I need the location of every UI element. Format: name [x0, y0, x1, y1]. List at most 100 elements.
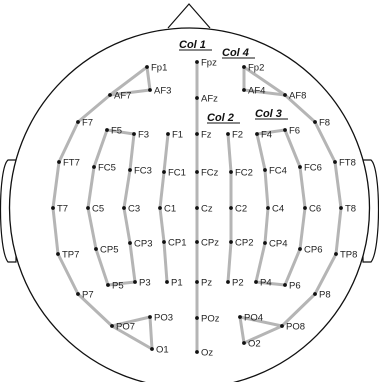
electrode-label-C3: C3 — [128, 204, 140, 215]
column-label-2: Col 2 — [207, 112, 234, 124]
electrode-label-C6: C6 — [309, 204, 321, 215]
head-outline — [1, 4, 379, 382]
electrode-label-P4: P4 — [260, 278, 272, 289]
electrode-label-FT7: FT7 — [63, 158, 80, 169]
electrode-dot-P7 — [76, 292, 80, 296]
electrode-label-FC4: FC4 — [269, 166, 287, 177]
electrode-label-F1: F1 — [172, 130, 183, 141]
electrode-dot-T8 — [339, 206, 343, 210]
electrode-dot-F3 — [132, 132, 136, 136]
electrode-label-Fpz: Fpz — [201, 58, 217, 69]
electrode-label-CP5: CP5 — [100, 245, 118, 256]
electrode-label-AF4: AF4 — [248, 86, 265, 97]
electrode-dot-AF8 — [283, 93, 287, 97]
electrode-dot-CP1 — [162, 240, 166, 244]
electrode-dot-FC2 — [229, 170, 233, 174]
electrode-label-FC2: FC2 — [235, 168, 253, 179]
electrode-dot-F5 — [105, 128, 109, 132]
nose-shape — [168, 4, 210, 28]
electrode-label-P3: P3 — [139, 278, 151, 289]
electrode-label-C2: C2 — [235, 204, 247, 215]
electrode-dot-C1 — [158, 206, 162, 210]
electrode-label-CP2: CP2 — [235, 238, 253, 249]
electrode-label-Cz: Cz — [201, 204, 213, 215]
electrode-dot-Fp1 — [145, 65, 149, 69]
electrode-label-PO4: PO4 — [244, 313, 263, 324]
electrode-label-Fz: Fz — [201, 130, 212, 141]
electrode-dot-CPz — [195, 240, 199, 244]
electrode-dot-O2 — [242, 341, 246, 345]
electrode-dot-CP4 — [263, 241, 267, 245]
electrode-dot-PO3 — [148, 315, 152, 319]
electrode-dot-P2 — [226, 280, 230, 284]
electrode-dot-CP6 — [298, 247, 302, 251]
electrode-dot-Fp2 — [242, 65, 246, 69]
electrode-dot-F4 — [255, 132, 259, 136]
electrode-label-PO7: PO7 — [116, 322, 135, 333]
electrode-label-CP1: CP1 — [168, 238, 186, 249]
electrode-label-F3: F3 — [138, 130, 149, 141]
electrode-dot-CP5 — [94, 247, 98, 251]
electrode-label-P1: P1 — [171, 278, 183, 289]
electrode-dot-P6 — [283, 283, 287, 287]
electrode-label-CP6: CP6 — [304, 245, 322, 256]
electrode-dot-FT7 — [57, 160, 61, 164]
electrode-dot-PO4 — [238, 315, 242, 319]
electrode-dot-Fpz — [195, 60, 199, 64]
electrode-label-T7: T7 — [57, 204, 68, 215]
electrode-label-Fp1: Fp1 — [151, 63, 167, 74]
electrode-dot-T7 — [51, 206, 55, 210]
electrode-label-FC3: FC3 — [134, 166, 152, 177]
electrode-label-AF7: AF7 — [114, 91, 131, 102]
electrode-dot-P8 — [313, 292, 317, 296]
electrode-label-Pz: Pz — [201, 278, 212, 289]
electrode-dot-C5 — [86, 206, 90, 210]
column-label-3: Col 3 — [255, 108, 282, 120]
electrode-dot-AF7 — [108, 93, 112, 97]
electrode-dot-F8 — [313, 120, 317, 124]
electrode-dot-CP3 — [128, 241, 132, 245]
link-PO3-O1 — [150, 317, 152, 349]
electrode-label-F2: F2 — [232, 130, 243, 141]
electrode-label-C1: C1 — [164, 204, 176, 215]
electrode-dot-F2 — [226, 132, 230, 136]
electrode-dot-FCz — [195, 170, 199, 174]
electrode-dot-AF4 — [242, 88, 246, 92]
electrode-dot-FC3 — [128, 168, 132, 172]
electrode-dot-C3 — [122, 206, 126, 210]
electrode-dot-Oz — [195, 350, 199, 354]
electrode-dot-FC6 — [298, 165, 302, 169]
electrode-dot-P3 — [133, 280, 137, 284]
electrode-dot-PO7 — [110, 324, 114, 328]
electrode-dot-TP7 — [56, 252, 60, 256]
electrode-label-CP4: CP4 — [269, 239, 287, 250]
electrode-label-FC6: FC6 — [304, 163, 322, 174]
electrode-dot-Cz — [195, 206, 199, 210]
electrode-dot-P4 — [254, 280, 258, 284]
electrode-dot-O1 — [150, 347, 154, 351]
electrode-dot-FC5 — [92, 165, 96, 169]
electrode-label-F6: F6 — [289, 126, 300, 137]
electrode-dot-F6 — [283, 128, 287, 132]
electrode-dot-FC4 — [263, 168, 267, 172]
electrode-dot-AFz — [195, 96, 199, 100]
electrode-dot-CP2 — [229, 240, 233, 244]
electrode-dot-C2 — [229, 206, 233, 210]
electrode-label-FC5: FC5 — [98, 163, 116, 174]
electrode-dot-C4 — [266, 206, 270, 210]
electrode-label-AF3: AF3 — [154, 86, 171, 97]
electrode-dot-FT8 — [333, 160, 337, 164]
electrode-dot-Fz — [195, 132, 199, 136]
electrode-dot-C6 — [303, 206, 307, 210]
electrode-label-P8: P8 — [319, 290, 331, 301]
electrode-label-FC1: FC1 — [168, 168, 186, 179]
electrode-label-POz: POz — [201, 314, 220, 325]
electrode-label-AF8: AF8 — [289, 91, 306, 102]
electrode-dot-POz — [195, 316, 199, 320]
electrode-label-C4: C4 — [272, 204, 284, 215]
electrode-dot-Pz — [195, 280, 199, 284]
electrode-label-CPz: CPz — [201, 238, 219, 249]
electrode-label-P7: P7 — [82, 290, 94, 301]
